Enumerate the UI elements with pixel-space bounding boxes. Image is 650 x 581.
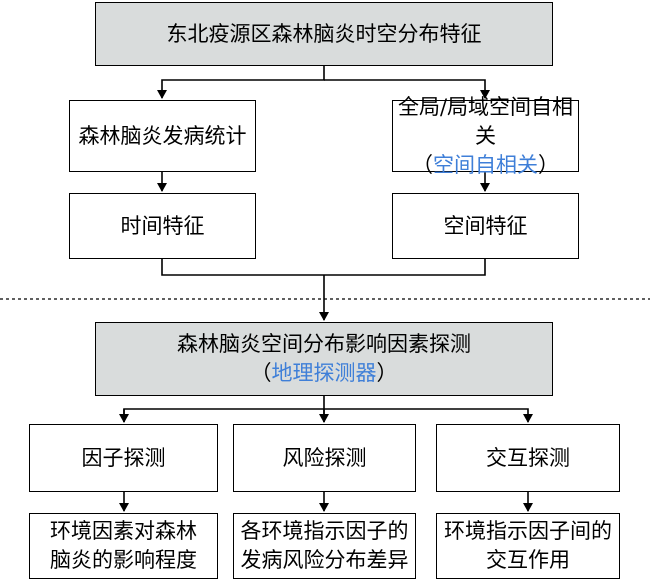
- geodetector-title: 森林脑炎空间分布影响因素探测: [177, 332, 471, 356]
- incidence-statistics-box: 森林脑炎发病统计: [69, 100, 256, 172]
- arrow-top-to-right: [324, 79, 490, 99]
- factor-detector-label: 因子探测: [81, 445, 166, 470]
- risk-detector-label: 风险探测: [282, 445, 367, 470]
- risk-result-line1: 各环境指示因子的: [240, 519, 409, 543]
- interaction-detector-label: 交互探测: [486, 445, 570, 470]
- interaction-result-box: 环境指示因子间的 交互作用: [436, 513, 620, 579]
- autocorrelation-label: 全局/局域空间自相关: [397, 94, 574, 148]
- geodetector-box: 森林脑炎空间分布影响因素探测 （地理探测器）: [95, 322, 553, 396]
- interaction-detector-box: 交互探测: [436, 424, 620, 492]
- interaction-result-line2: 交互作用: [486, 548, 570, 572]
- temporal-feature-label: 时间特征: [120, 213, 205, 238]
- top-title-box: 东北疫源区森林脑炎时空分布特征: [95, 2, 553, 66]
- risk-detector-box: 风险探测: [233, 424, 416, 492]
- risk-result-line2: 发病风险分布差异: [240, 548, 409, 572]
- interaction-result-line1: 环境指示因子间的: [444, 519, 612, 543]
- arrow-merge-to-middle: [161, 259, 486, 320]
- factor-result-line1: 环境因素对森林: [50, 519, 197, 543]
- autocorrelation-method-name: 空间自相关: [433, 152, 538, 177]
- arrow-middle-to-detectors: [123, 396, 528, 422]
- spatial-feature-box: 空间特征: [392, 193, 579, 259]
- factor-detector-box: 因子探测: [29, 424, 218, 492]
- temporal-feature-box: 时间特征: [69, 193, 256, 259]
- top-title: 东北疫源区森林脑炎时空分布特征: [166, 21, 482, 46]
- factor-result-box: 环境因素对森林 脑炎的影响程度: [29, 513, 218, 579]
- risk-result-box: 各环境指示因子的 发病风险分布差异: [233, 513, 416, 579]
- arrow-top-to-left: [157, 66, 325, 99]
- geodetector-method: （地理探测器）: [250, 361, 398, 385]
- autocorrelation-method: （空间自相关）: [412, 152, 559, 177]
- autocorrelation-box: 全局/局域空间自相关 （空间自相关）: [392, 95, 579, 177]
- spatial-feature-label: 空间特征: [443, 213, 528, 238]
- incidence-statistics-label: 森林脑炎发病统计: [78, 123, 247, 148]
- factor-result-line2: 脑炎的影响程度: [50, 548, 197, 572]
- geodetector-method-name: 地理探测器: [271, 361, 377, 385]
